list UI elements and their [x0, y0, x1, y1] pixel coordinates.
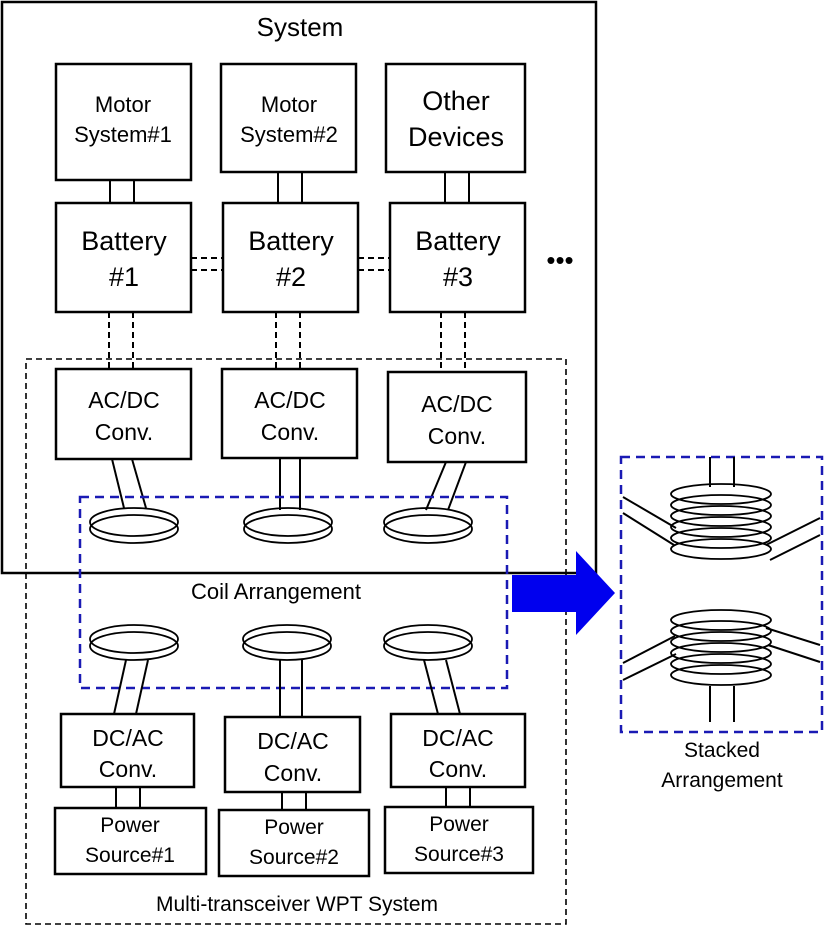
- battery-line1: Battery: [81, 226, 167, 256]
- battery-line1: Battery: [248, 226, 334, 256]
- acdc-converter-2: AC/DC Conv.: [220, 367, 359, 460]
- top-block-line1: Other: [422, 86, 490, 116]
- acdc-converter-3: AC/DC Conv.: [386, 370, 528, 464]
- power-source-1: Power Source#1: [53, 806, 208, 876]
- power-source-line2: Source#2: [249, 846, 339, 869]
- top-block-line1: Motor: [95, 92, 151, 117]
- coil-upper-1: [89, 507, 179, 544]
- coil-to-dcac-wires: [113, 659, 461, 717]
- system-frame: [0, 0, 598, 575]
- battery-line2: #2: [276, 262, 306, 292]
- battery-line2: #3: [443, 262, 473, 292]
- dcac-line2: Conv.: [99, 756, 157, 782]
- dcac-converter-1: DC/AC Conv.: [59, 712, 196, 789]
- coil-arrangement-label: Coil Arrangement: [191, 579, 361, 604]
- coil-lower-3: [383, 624, 473, 661]
- acdc-line2: Conv.: [428, 423, 486, 449]
- wpt-system-label: Multi-transceiver WPT System: [156, 893, 438, 916]
- dcac-converter-2: DC/AC Conv.: [223, 715, 362, 794]
- dcac-line2: Conv.: [429, 756, 487, 782]
- power-source-2: Power Source#2: [217, 808, 371, 878]
- battery-2: Battery #2: [221, 201, 360, 314]
- battery-to-acdc-wires: [108, 312, 466, 369]
- top-block-line1: Motor: [261, 92, 317, 117]
- power-source-line2: Source#1: [85, 844, 175, 867]
- top-block-line2: System#2: [240, 122, 338, 147]
- battery-3: Battery #3: [388, 201, 527, 314]
- stacked-label-line2: Arrangement: [661, 769, 783, 792]
- dcac-line1: DC/AC: [92, 725, 164, 751]
- dcac-line1: DC/AC: [257, 728, 329, 754]
- stacked-coil-upper: [622, 457, 821, 561]
- power-source-line1: Power: [429, 813, 489, 836]
- system-title: System: [257, 12, 344, 42]
- stacked-label-line1: Stacked: [684, 739, 760, 762]
- acdc-line2: Conv.: [261, 419, 319, 445]
- battery-1: Battery #1: [54, 201, 193, 314]
- arrow-icon: [512, 551, 615, 635]
- top-block-other-devices: Other Devices: [384, 62, 527, 174]
- battery-line2: #1: [109, 262, 139, 292]
- acdc-line1: AC/DC: [421, 391, 493, 417]
- coil-arrangement-frame: [78, 495, 509, 690]
- acdc-line2: Conv.: [95, 419, 153, 445]
- power-source-line1: Power: [264, 816, 324, 839]
- top-block-line2: System#1: [74, 122, 172, 147]
- dcac-line1: DC/AC: [422, 725, 494, 751]
- top-block-motor-system-1: Motor System#1: [54, 62, 193, 182]
- stacked-coil-lower: [622, 609, 821, 722]
- coil-lower-1: [89, 624, 179, 661]
- dcac-line2: Conv.: [264, 760, 322, 786]
- battery-interconnects: [191, 257, 390, 271]
- coil-upper-2: [243, 507, 333, 544]
- acdc-to-coil-wires: [111, 458, 467, 511]
- wpt-system-frame: [25, 358, 567, 925]
- power-source-3: Power Source#3: [383, 805, 535, 875]
- dcac-converter-3: DC/AC Conv.: [389, 712, 527, 789]
- stacked-arrangement-frame: [619, 455, 824, 734]
- top-block-motor-system-2: Motor System#2: [219, 62, 358, 174]
- top-block-line2: Devices: [408, 122, 504, 152]
- acdc-line1: AC/DC: [254, 387, 326, 413]
- ellipsis: •••: [546, 245, 573, 275]
- dcac-to-source-wires: [115, 787, 471, 810]
- coil-upper-3: [383, 507, 473, 544]
- power-source-line1: Power: [100, 814, 160, 837]
- power-source-line2: Source#3: [414, 843, 504, 866]
- top-to-battery-wires: [109, 172, 470, 203]
- battery-line1: Battery: [415, 226, 501, 256]
- coil-lower-2: [242, 624, 332, 661]
- acdc-converter-1: AC/DC Conv.: [54, 367, 193, 461]
- acdc-line1: AC/DC: [88, 387, 160, 413]
